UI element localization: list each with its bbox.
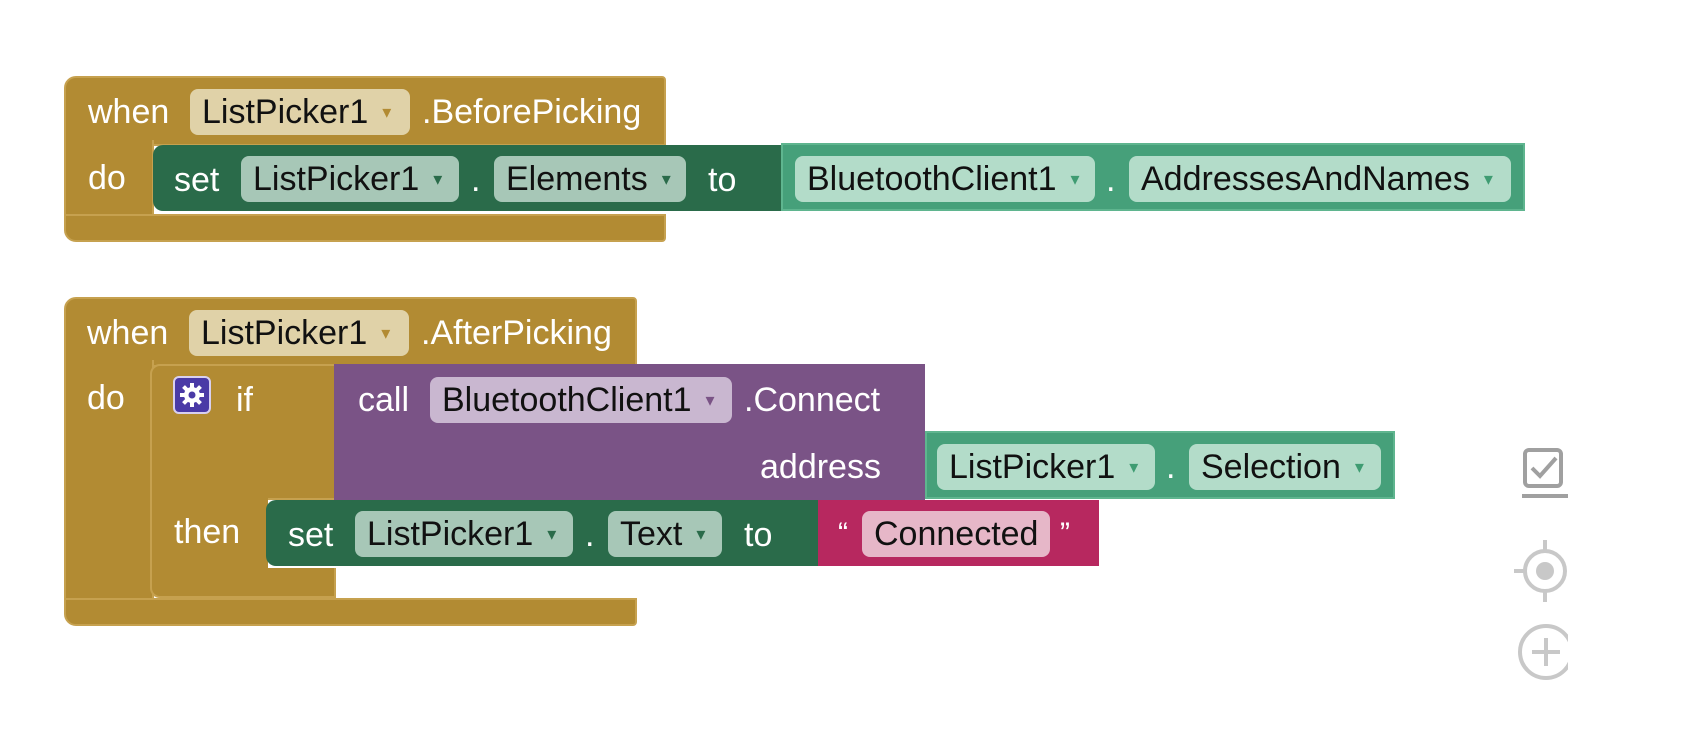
if-label: if — [236, 381, 253, 419]
setter-property-label: Text — [620, 514, 683, 553]
setter-property-dropdown[interactable]: Elements ▾ — [494, 156, 686, 202]
call-label: call — [358, 381, 410, 419]
set-label: set — [288, 516, 334, 554]
if-block-left-rail — [150, 498, 268, 570]
setter-component-label: ListPicker1 — [367, 514, 534, 553]
method-name-label: .Connect — [744, 381, 881, 419]
chevron-down-icon: ▾ — [696, 524, 706, 544]
call-component-dropdown[interactable]: BluetoothClient1 ▾ — [430, 377, 732, 423]
if-block-footer — [150, 568, 336, 598]
address-getter-component-dropdown[interactable]: ListPicker1 ▾ — [937, 444, 1155, 490]
event-name-label: .AfterPicking — [421, 314, 612, 352]
event-block-footer — [64, 598, 637, 626]
checkbox-icon[interactable] — [1518, 446, 1568, 507]
address-label: address — [760, 448, 881, 486]
when-label: when — [88, 93, 170, 131]
address-getter-property-label: Selection — [1201, 447, 1341, 486]
setter-component-dropdown[interactable]: ListPicker1 ▾ — [241, 156, 459, 202]
then-label: then — [174, 513, 241, 551]
chevron-down-icon: ▾ — [1070, 169, 1080, 189]
when-label: when — [87, 314, 169, 352]
setter-component-dropdown[interactable]: ListPicker1 ▾ — [355, 511, 573, 557]
setter-property-dropdown[interactable]: Text ▾ — [608, 511, 722, 557]
chevron-down-icon: ▾ — [705, 390, 715, 410]
event-name-label: .BeforePicking — [422, 93, 642, 131]
address-getter-property-dropdown[interactable]: Selection ▾ — [1189, 444, 1381, 490]
getter-property-label: AddressesAndNames — [1141, 159, 1470, 198]
getter-component-label: BluetoothClient1 — [807, 159, 1057, 198]
dot-separator: . — [1166, 448, 1176, 486]
chevron-down-icon: ▾ — [381, 323, 391, 343]
setter-component-label: ListPicker1 — [253, 159, 420, 198]
do-label: do — [88, 159, 126, 197]
chevron-down-icon: ▾ — [433, 169, 443, 189]
chevron-down-icon: ▾ — [1354, 457, 1364, 477]
set-label: set — [174, 161, 220, 199]
setter-property-label: Elements — [506, 159, 648, 198]
text-value: Connected — [874, 514, 1039, 553]
open-quote: “ — [838, 517, 848, 550]
do-label: do — [87, 379, 125, 417]
dot-separator: . — [585, 516, 595, 554]
chevron-down-icon: ▾ — [661, 169, 671, 189]
event-block-footer — [64, 214, 666, 242]
component-dropdown[interactable]: ListPicker1 ▾ — [189, 310, 409, 356]
dot-separator: . — [471, 161, 481, 199]
to-label: to — [744, 516, 773, 554]
dot-separator: . — [1106, 161, 1116, 199]
zoom-in-icon[interactable] — [1514, 622, 1574, 687]
close-quote: ” — [1060, 517, 1070, 550]
component-dropdown[interactable]: ListPicker1 ▾ — [190, 89, 410, 135]
chevron-down-icon: ▾ — [1483, 169, 1493, 189]
text-value-field[interactable]: Connected — [862, 511, 1050, 557]
component-dropdown-label: ListPicker1 — [201, 313, 368, 352]
component-dropdown-label: ListPicker1 — [202, 92, 369, 131]
event-block-left-rail — [64, 140, 154, 220]
to-label: to — [708, 161, 737, 199]
gear-icon[interactable] — [173, 376, 211, 414]
getter-component-dropdown[interactable]: BluetoothClient1 ▾ — [795, 156, 1095, 202]
address-getter-component-label: ListPicker1 — [949, 447, 1116, 486]
chevron-down-icon: ▾ — [1129, 457, 1139, 477]
call-component-label: BluetoothClient1 — [442, 380, 692, 419]
chevron-down-icon: ▾ — [547, 524, 557, 544]
getter-property-dropdown[interactable]: AddressesAndNames ▾ — [1129, 156, 1511, 202]
target-icon[interactable] — [1514, 540, 1568, 607]
chevron-down-icon: ▾ — [382, 102, 392, 122]
